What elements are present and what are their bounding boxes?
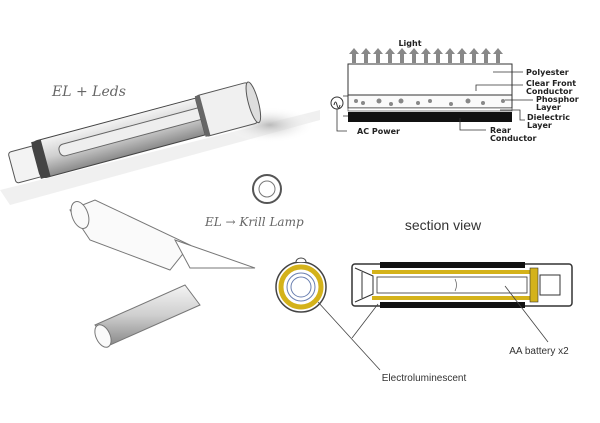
- label-phosphor: Phosphor: [536, 95, 579, 104]
- section-side-view: [351, 262, 573, 308]
- note-el-krill: EL → Krill Lamp: [204, 215, 304, 229]
- end-cap-sketch: [252, 174, 282, 204]
- label-aa-battery: AA battery x2: [509, 346, 569, 357]
- flashlight-sketch: EL + Leds: [0, 81, 320, 205]
- el-layer-diagram: Light Polyester Clear Front Conductor Ph…: [330, 39, 579, 143]
- callout-lines: [317, 285, 549, 371]
- label-electroluminescent: Electroluminescent: [382, 373, 467, 384]
- label-rear: Rear: [490, 126, 511, 135]
- label-light: Light: [398, 39, 421, 48]
- light-arrows: [349, 48, 503, 63]
- label-dielectric: Dielectric: [527, 113, 570, 122]
- label-rear-2: Conductor: [490, 134, 537, 143]
- label-ac-power: AC Power: [357, 127, 400, 136]
- krill-lamp-sketch: [69, 199, 256, 348]
- note-el-leds: EL + Leds: [51, 84, 126, 100]
- ac-source-icon: [330, 96, 344, 110]
- label-clear-front-2: Conductor: [526, 87, 573, 96]
- label-polyester: Polyester: [526, 68, 569, 77]
- label-dielectric-2: Layer: [527, 121, 552, 130]
- label-phosphor-2: Layer: [536, 103, 561, 112]
- section-end-view: [275, 257, 327, 313]
- section-title: section view: [405, 217, 482, 233]
- label-clear-front: Clear Front: [526, 79, 576, 88]
